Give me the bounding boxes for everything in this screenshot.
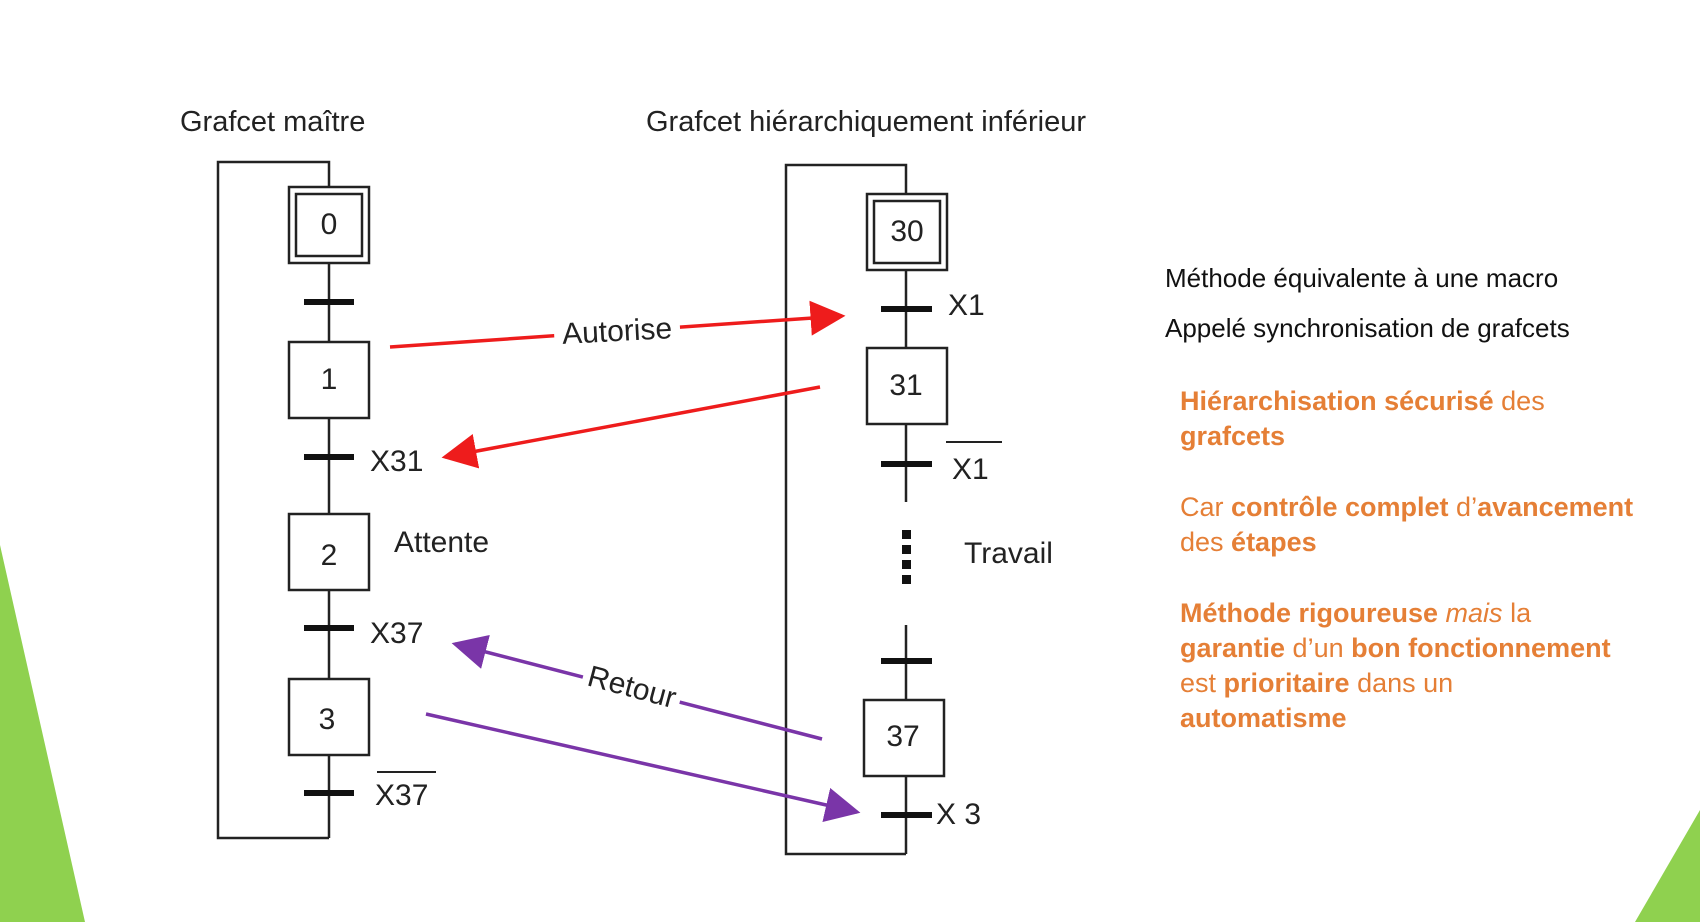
slave-grafcet [784,163,949,856]
master-step-0-label: 0 [321,208,338,241]
arrow-authorize-label-bg [553,306,681,354]
slave-work-label: Travail [964,537,1053,570]
slave-transitions [881,306,932,818]
arrow-authorize: Autorise [389,300,846,354]
slave-step-31 [865,346,949,426]
note-hierarchisation-text-1: des [1493,386,1545,416]
note-methode-bold-1: Méthode rigoureuse [1180,598,1439,628]
note-macro-equivalent: Méthode équivalente à une macro [1165,263,1559,293]
master-transition-label-x31: X31 [370,445,423,478]
notes-panel: Méthode équivalente à une macro Appelé s… [1165,262,1685,362]
note-methode-text-3: est [1180,668,1224,698]
decor-green-right [1635,810,1700,922]
master-step-2-label: 2 [321,539,338,572]
note-methode-bold-3: bon fonctionnement [1351,633,1611,663]
slave-title: Grafcet hiérarchiquement inférieur [646,106,1086,138]
note-methode-italic-1: mais [1445,598,1503,628]
note-hierarchisation-bold-2: grafcets [1180,421,1286,451]
slave-transition-label-x1: X1 [948,289,985,322]
master-loop-line [216,160,331,840]
master-transition-label-not-x37: X37 [375,779,428,812]
arrow-return-label-bg [578,655,686,719]
note-controle-bold-1: contrôle complet [1231,492,1449,522]
slave-transition-label-x3: X 3 [936,798,981,831]
note-methode: Méthode rigoureuse mais la garantie d’un… [1180,596,1620,736]
note-synchronisation: Appelé synchronisation de grafcets [1165,313,1570,343]
slave-dots [902,530,911,584]
master-step-3 [287,677,371,757]
note-methode-bold-2: garantie [1180,633,1286,663]
master-transition-label-x37: X37 [370,617,423,650]
note-controle-text-2: d’ [1448,492,1478,522]
slave-dot-4 [902,575,911,584]
master-step-2 [287,512,371,592]
master-transitions [304,299,354,796]
master-step-2-comment: Attente [394,526,489,559]
note-hierarchisation-bold-1: Hiérarchisation sécurisé [1180,386,1494,416]
note-controle: Car contrôle complet d’avancement des ét… [1180,490,1650,560]
slave-dot-3 [902,560,911,569]
note-methode-text-1: la [1502,598,1532,628]
slave-step-37 [862,698,946,778]
note-controle-bold-2: avancement [1477,492,1634,522]
note-controle-text-1: Car [1180,492,1232,522]
master-step-1 [287,340,371,420]
slave-dot-2 [902,545,911,554]
arrow-x3-signal [425,712,861,823]
master-transition-labels: X31 X37 X37 [370,445,436,812]
master-grafcet [216,160,371,840]
arrow-x31-signal [441,385,821,469]
slave-step-37-label: 37 [886,720,919,753]
slave-dot-1 [902,530,911,539]
slave-transition-label-not-x1: X1 [952,453,989,486]
note-controle-bold-3: étapes [1231,527,1317,557]
slave-step-labels: 30 31 37 [886,215,923,753]
master-step-3-label: 3 [319,703,336,736]
note-controle-text-3: des [1180,527,1232,557]
arrow-authorize-label: Autorise [561,312,673,351]
note-hierarchisation: Hiérarchisation sécurisé des grafcets [1180,384,1650,454]
slave-step-31-label: 31 [889,369,922,402]
slave-transition-labels: X1 X1 X 3 [936,289,1002,831]
note-methode-bold-5: automatisme [1180,703,1347,733]
note-methode-text-4: dans un [1349,668,1454,698]
note-methode-bold-4: prioritaire [1223,668,1350,698]
master-step-labels: 0 1 2 3 [319,208,338,736]
slave-loop-line [784,163,908,856]
slave-step-30-label: 30 [890,215,923,248]
note-methode-text-2: d’un [1285,633,1352,663]
master-step-1-label: 1 [321,363,338,396]
decor-green-left [0,545,85,922]
master-title: Grafcet maître [180,106,365,138]
master-step-0-inner [294,192,364,258]
arrow-return: Retour [451,634,823,741]
slave-step-30-inner [872,199,942,265]
